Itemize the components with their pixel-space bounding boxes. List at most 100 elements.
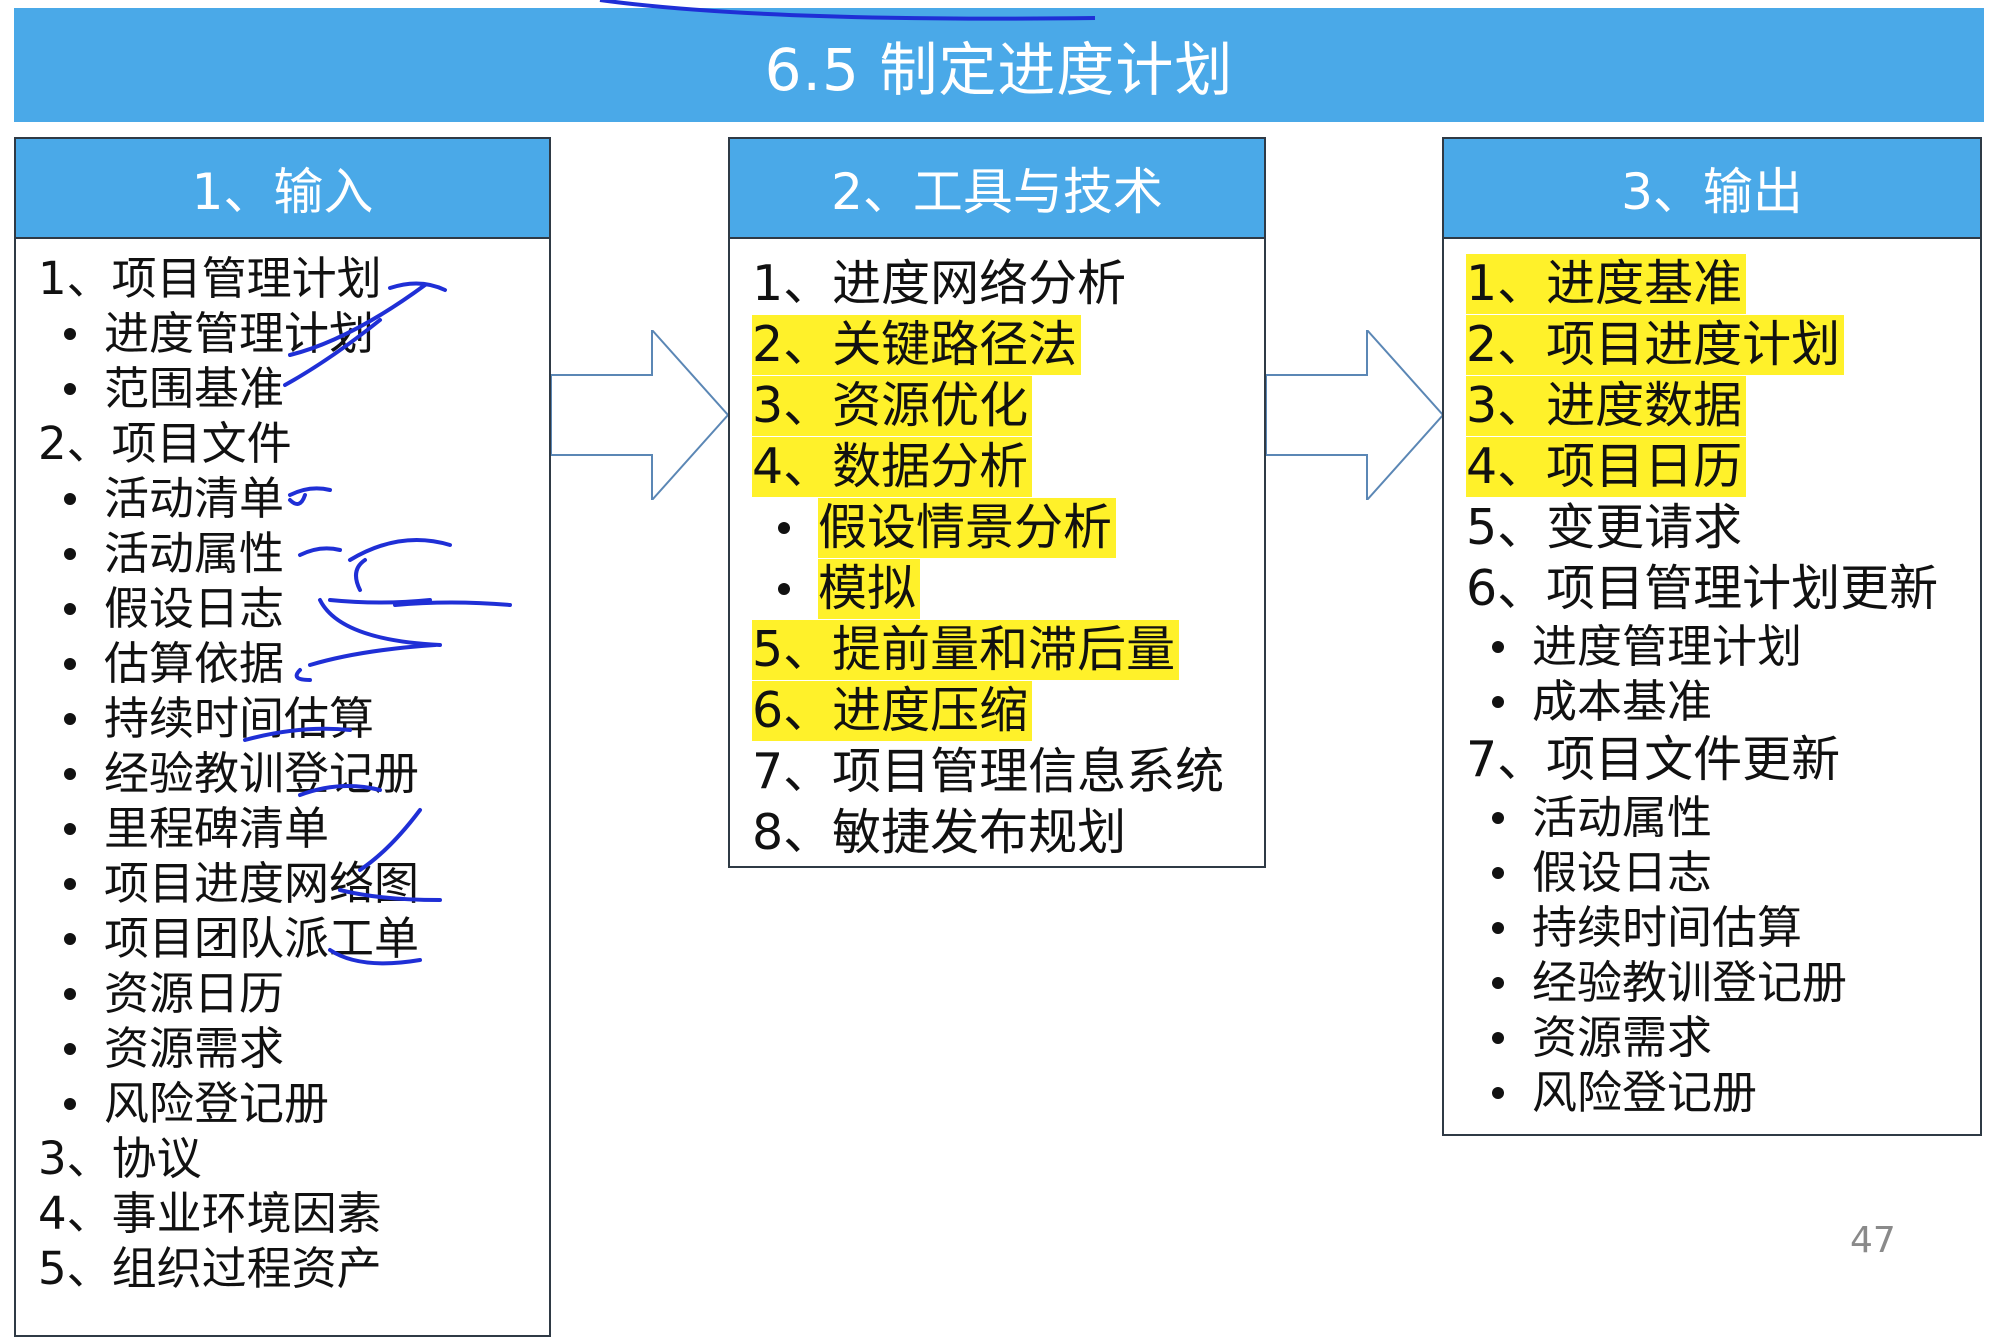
bullet-icon [64, 987, 76, 1000]
list-item-text: 2、项目进度计划 [1466, 314, 1845, 375]
list-item-text: 5、组织过程资产 [38, 1242, 382, 1295]
bullet-icon [64, 657, 76, 670]
bullet-icon [64, 1042, 76, 1055]
bullet-icon [1492, 640, 1504, 653]
list-item-text: 经验教训登记册 [1532, 956, 1848, 1009]
list-item-text: 项目团队派工单 [104, 912, 420, 965]
list-subitem: 模拟 [730, 558, 1264, 619]
list-item: 4、事业环境因素 [16, 1186, 549, 1241]
bullet-icon [64, 932, 76, 945]
ink-stroke [599, 0, 1096, 21]
list-item: 2、关键路径法 [730, 314, 1264, 375]
list-item: 6、进度压缩 [730, 680, 1264, 741]
list-item-text: 7、项目管理信息系统 [752, 742, 1225, 800]
list-item-text: 成本基准 [1532, 675, 1713, 728]
bullet-icon [64, 327, 76, 340]
list-item-text: 活动清单 [104, 472, 285, 525]
page-title: 6.5 制定进度计划 [14, 8, 1984, 122]
list-item: 4、项目日历 [1444, 436, 1980, 497]
list-item: 2、项目进度计划 [1444, 314, 1980, 375]
list-item-text: 模拟 [818, 558, 921, 619]
bullet-icon [1492, 1086, 1504, 1099]
bullet-icon [64, 767, 76, 780]
arrow-right-icon [1266, 330, 1445, 500]
list-item-text: 风险登记册 [104, 1077, 330, 1130]
tools-heading: 2、工具与技术 [730, 139, 1264, 239]
list-subitem: 资源日历 [16, 966, 549, 1021]
bullet-icon [64, 492, 76, 505]
bullet-icon [778, 521, 790, 534]
list-item-text: 2、关键路径法 [752, 314, 1082, 375]
list-item-text: 7、项目文件更新 [1466, 730, 1841, 788]
list-subitem: 持续时间估算 [1444, 900, 1980, 955]
bullet-icon [1492, 976, 1504, 989]
list-item: 5、提前量和滞后量 [730, 619, 1264, 680]
list-subitem: 进度管理计划 [16, 306, 549, 361]
bullet-icon [1492, 811, 1504, 824]
list-item: 3、进度数据 [1444, 375, 1980, 436]
bullet-icon [1492, 695, 1504, 708]
list-item: 1、进度基准 [1444, 253, 1980, 314]
list-item-text: 8、敏捷发布规划 [752, 803, 1127, 861]
list-item-text: 持续时间估算 [1532, 901, 1803, 954]
list-item-text: 进度管理计划 [104, 307, 375, 360]
list-item-text: 2、项目文件 [38, 417, 292, 470]
list-subitem: 资源需求 [1444, 1010, 1980, 1065]
list-item: 2、项目文件 [16, 416, 549, 471]
list-item: 1、项目管理计划 [16, 251, 549, 306]
list-subitem: 资源需求 [16, 1021, 549, 1076]
list-item-text: 风险登记册 [1532, 1066, 1758, 1119]
list-item-text: 6、项目管理计划更新 [1466, 559, 1939, 617]
list-subitem: 风险登记册 [1444, 1065, 1980, 1120]
list-item-text: 1、进度基准 [1466, 253, 1747, 314]
list-subitem: 进度管理计划 [1444, 619, 1980, 674]
inputs-heading: 1、输入 [16, 139, 549, 239]
bullet-icon [64, 877, 76, 890]
bullet-icon [64, 712, 76, 725]
list-subitem: 成本基准 [1444, 674, 1980, 729]
bullet-icon [64, 547, 76, 560]
list-item-text: 假设日志 [1532, 846, 1713, 899]
list-item-text: 估算依据 [104, 637, 285, 690]
list-item-text: 项目进度网络图 [104, 857, 420, 910]
bullet-icon [778, 582, 790, 595]
list-item-text: 3、进度数据 [1466, 375, 1747, 436]
list-item: 5、变更请求 [1444, 497, 1980, 558]
bullet-icon [1492, 1031, 1504, 1044]
list-subitem: 里程碑清单 [16, 801, 549, 856]
list-item-text: 5、变更请求 [1466, 498, 1743, 556]
list-subitem: 活动属性 [16, 526, 549, 581]
list-item-text: 1、进度网络分析 [752, 254, 1127, 312]
list-subitem: 活动属性 [1444, 790, 1980, 845]
arrow-right-icon [551, 330, 730, 500]
list-subitem: 假设日志 [1444, 845, 1980, 900]
list-subitem: 经验教训登记册 [1444, 955, 1980, 1010]
list-subitem: 假设日志 [16, 581, 549, 636]
list-subitem: 经验教训登记册 [16, 746, 549, 801]
list-item-text: 3、资源优化 [752, 375, 1033, 436]
list-subitem: 范围基准 [16, 361, 549, 416]
list-item-text: 持续时间估算 [104, 692, 375, 745]
list-item-text: 5、提前量和滞后量 [752, 619, 1180, 680]
bullet-icon [64, 1097, 76, 1110]
bullet-icon [64, 602, 76, 615]
list-item-text: 进度管理计划 [1532, 620, 1803, 673]
list-item: 7、项目管理信息系统 [730, 741, 1264, 802]
list-subitem: 项目进度网络图 [16, 856, 549, 911]
list-item-text: 3、协议 [38, 1132, 202, 1185]
list-item-text: 经验教训登记册 [104, 747, 420, 800]
bullet-icon [64, 382, 76, 395]
list-item-text: 活动属性 [1532, 791, 1713, 844]
list-item-text: 4、事业环境因素 [38, 1187, 382, 1240]
list-item-text: 假设日志 [104, 582, 285, 635]
list-item-text: 4、项目日历 [1466, 436, 1747, 497]
bullet-icon [1492, 921, 1504, 934]
page-number: 47 [1850, 1220, 1896, 1261]
list-item-text: 资源需求 [104, 1022, 285, 1075]
list-item: 7、项目文件更新 [1444, 729, 1980, 790]
